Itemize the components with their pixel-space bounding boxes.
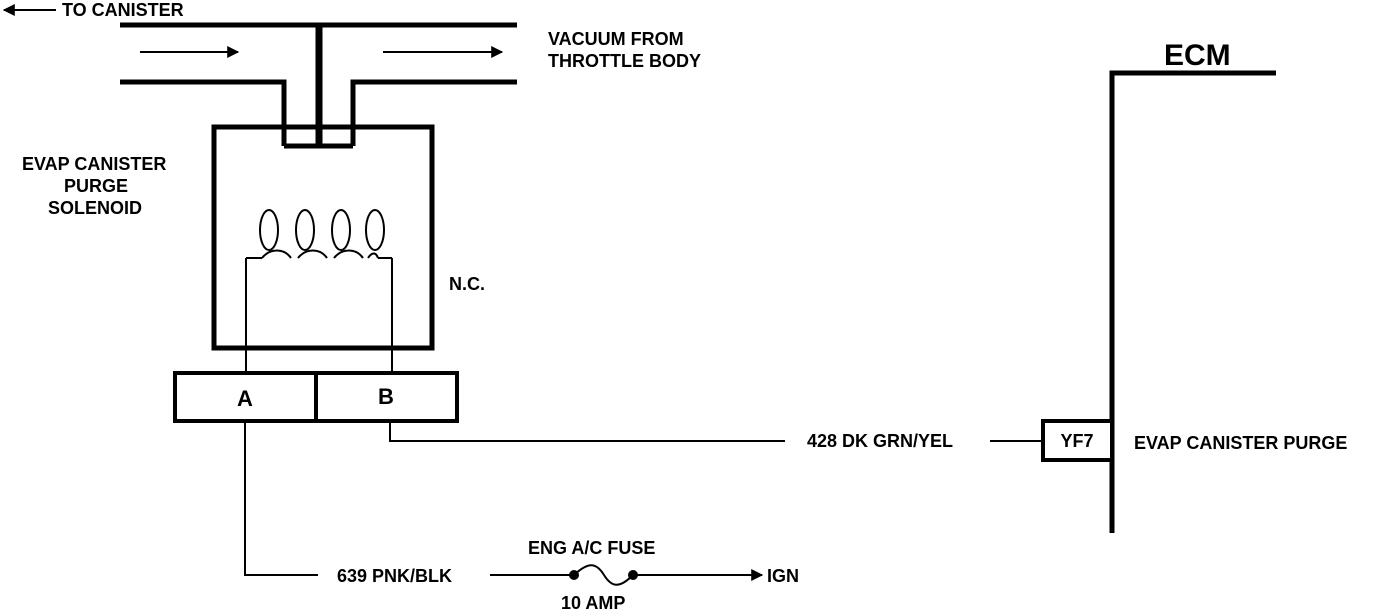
vacuum-label-line1: VACUUM FROM [548, 29, 684, 49]
ecm-pin-box [1041, 419, 1114, 462]
vacuum-tube [120, 22, 517, 149]
terminal-b-label: B [378, 384, 394, 409]
solenoid-body [211, 124, 435, 351]
solenoid-label-line3: SOLENOID [48, 198, 142, 218]
nc-label: N.C. [449, 274, 485, 294]
solenoid-label-line2: PURGE [64, 176, 128, 196]
wire-639-label: 639 PNK/BLK [337, 566, 452, 586]
ign-label: IGN [767, 566, 799, 586]
solenoid-coil [245, 209, 393, 372]
fuse-name-label: ENG A/C FUSE [528, 538, 655, 558]
ecm-pin-label: YF7 [1060, 431, 1093, 451]
vacuum-label-line2: THROTTLE BODY [548, 51, 701, 71]
solenoid-label-line1: EVAP CANISTER [22, 154, 166, 174]
ecm-pin-description: EVAP CANISTER PURGE [1134, 433, 1347, 453]
wire-428 [389, 421, 1042, 442]
to-canister-label: TO CANISTER [62, 0, 184, 20]
fuse-rating-label: 10 AMP [561, 593, 625, 612]
wire-639 [244, 421, 574, 576]
fuse-symbol [569, 564, 638, 586]
terminal-a-label: A [237, 386, 253, 411]
ecm-label: ECM [1164, 39, 1231, 72]
ecm-outline [1109, 70, 1276, 533]
connector [173, 371, 459, 423]
wire-428-label: 428 DK GRN/YEL [807, 431, 953, 451]
